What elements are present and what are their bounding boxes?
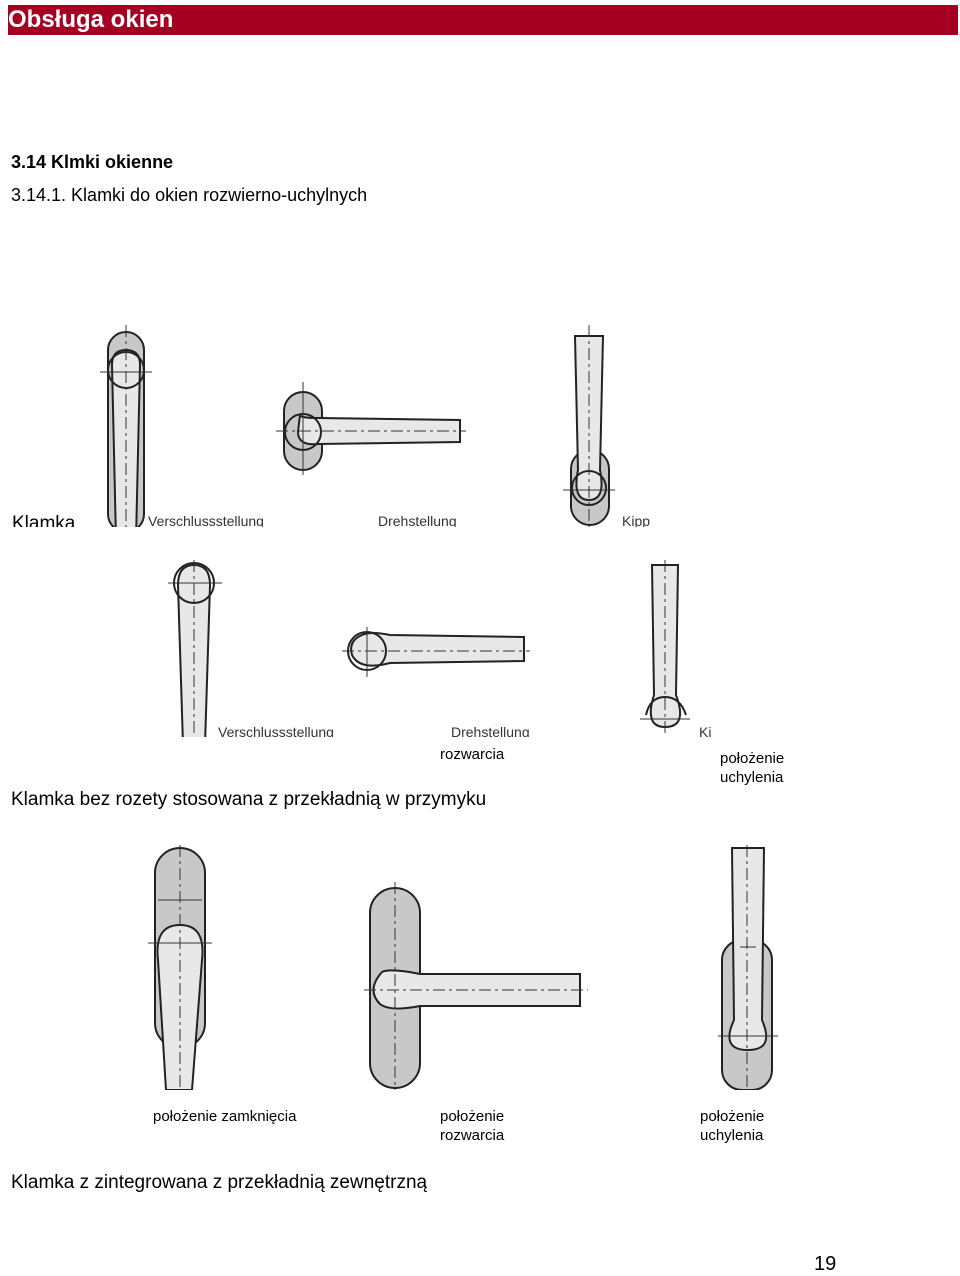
figure-2-caption-open: rozwarcia — [440, 746, 505, 763]
page-number: 19 — [814, 1253, 837, 1275]
figure-2: Verschlussstellung Drehstellung Ki — [0, 555, 960, 737]
handle-closed-drawing — [100, 325, 152, 527]
handle-closed-drawing — [168, 560, 222, 737]
figure-2-description: Klamka bez rozety stosowana z przekładni… — [11, 789, 487, 810]
section-title: 3.14 Klmki okienne — [11, 152, 174, 172]
handle-open-drawing — [342, 627, 530, 677]
figure-2-label-tilt: Ki — [699, 724, 711, 737]
figure-2-drawing: Verschlussstellung Drehstellung Ki — [168, 560, 711, 737]
figure-3-caption-open: położenie rozwarcia — [440, 1108, 505, 1144]
figure-1: Klamka Verschlussstellung Drehstellung — [0, 320, 960, 527]
figure-2-caption-tilt: położenie uchylenia — [720, 750, 785, 786]
figure-1-label-closed: Verschlussstellung — [148, 513, 264, 527]
page-header-title: Obsługa okien — [8, 6, 174, 33]
handle-closed-drawing — [148, 845, 212, 1090]
figure-2-label-open: Drehstellung — [451, 724, 530, 737]
figure-3-description: Klamka z zintegrowana z przekładnią zewn… — [11, 1172, 428, 1193]
figure-1-label-open: Drehstellung — [378, 513, 457, 527]
figure-2-label-closed: Verschlussstellung — [218, 724, 334, 737]
handle-tilt-drawing — [718, 845, 778, 1090]
figure-1-cut-text: Klamka — [12, 513, 76, 527]
handle-tilt-drawing — [640, 560, 690, 737]
figure-3 — [0, 840, 960, 1090]
figure-1-label-tilt: Kipp — [622, 513, 650, 527]
handle-open-drawing — [276, 382, 466, 475]
header-bar — [8, 5, 958, 35]
figure-3-caption-tilt: położenie uchylenia — [700, 1108, 765, 1144]
handle-tilt-drawing — [563, 325, 615, 527]
figure-3-caption-closed: położenie zamknięcia — [153, 1108, 297, 1125]
section-subtitle: 3.14.1. Klamki do okien rozwierno-uchyln… — [11, 185, 368, 205]
figure-3-drawing — [148, 845, 778, 1090]
figure-1-drawing: Verschlussstellung Drehstellung Kipp — [100, 325, 650, 527]
handle-open-drawing — [364, 882, 588, 1090]
